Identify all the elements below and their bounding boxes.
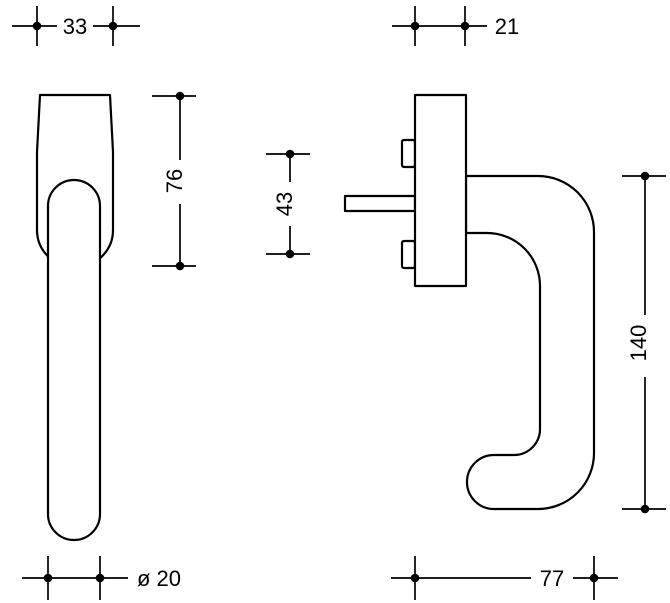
dimension-point	[640, 171, 650, 181]
dimension-point	[460, 21, 470, 31]
front-view	[35, 93, 115, 542]
dimension-point	[640, 504, 650, 514]
dimension-lines	[22, 556, 128, 600]
dimension-point	[43, 573, 53, 583]
dimension-point	[175, 91, 185, 101]
side-view-rosette-plate	[413, 93, 468, 288]
dimension-point	[95, 573, 105, 583]
lever-length-label: 140	[626, 325, 651, 362]
side-view-screw-lug-bottom	[400, 239, 417, 270]
dimension-rosette-width: 21	[392, 6, 519, 46]
dimension-projection: 77	[391, 556, 618, 600]
front-height-label: 76	[162, 169, 187, 193]
dimension-lines	[392, 6, 487, 46]
dimension-point	[108, 21, 118, 31]
front-view-lever-grip	[46, 178, 102, 542]
dimension-front-height: 76	[152, 91, 196, 271]
dimension-point	[285, 149, 295, 159]
dimension-point	[285, 249, 295, 259]
rosette-width-label: 21	[495, 14, 519, 39]
side-view-screw-lug-top	[400, 138, 417, 169]
dimension-point	[589, 573, 599, 583]
side-view-lever	[464, 174, 596, 511]
dimension-lever-length: 140	[622, 171, 666, 514]
fixing-centres-label: 43	[272, 192, 297, 216]
dimension-point	[410, 21, 420, 31]
dimension-lines	[391, 556, 618, 600]
dimension-point	[175, 261, 185, 271]
grip-diameter-label: ø 20	[137, 566, 181, 591]
front-width-label: 33	[63, 14, 87, 39]
dimension-lines	[152, 95, 196, 267]
projection-label: 77	[540, 566, 564, 591]
dimension-grip-diameter: ø 20	[22, 556, 181, 600]
dimension-point	[32, 21, 42, 31]
dimension-fixing-centres: 43	[266, 149, 310, 259]
side-view-spindle	[343, 194, 417, 213]
side-view	[343, 93, 596, 511]
dimension-front-width: 33	[12, 6, 140, 46]
dimension-point	[410, 573, 420, 583]
